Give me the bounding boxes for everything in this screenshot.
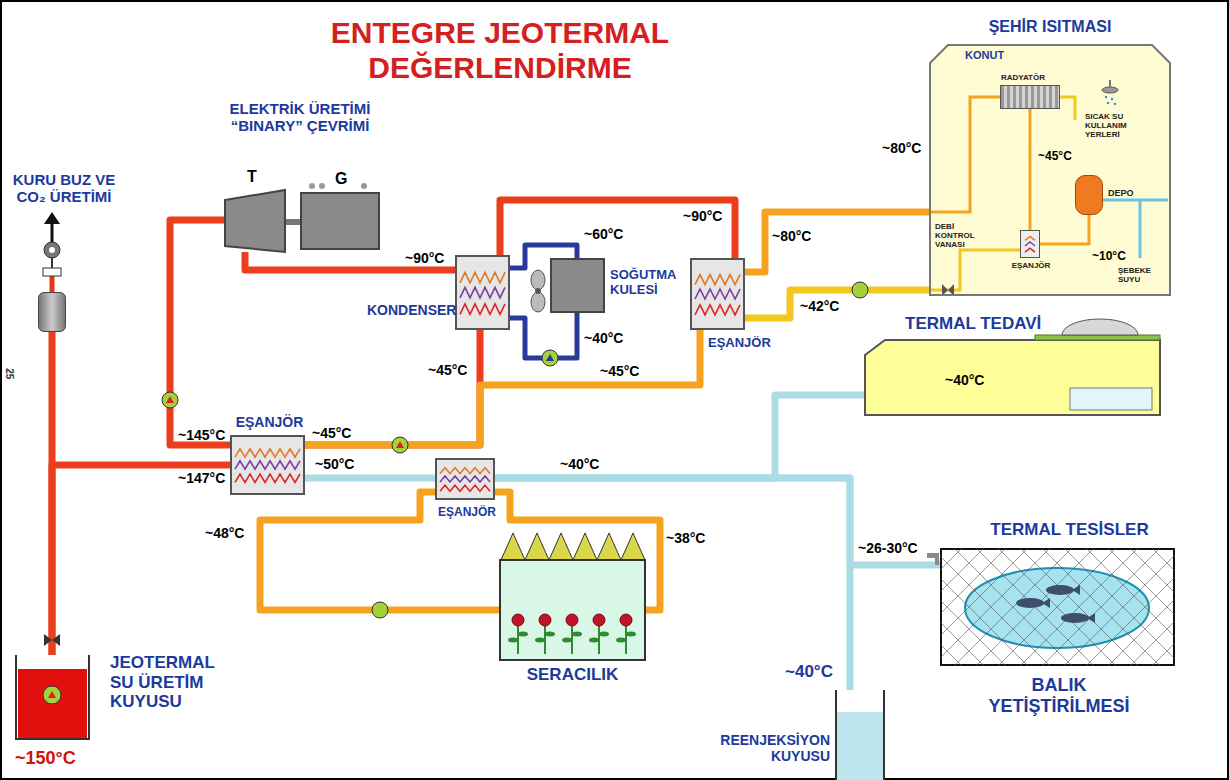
pipe bbox=[170, 220, 230, 445]
tap-symbol bbox=[927, 553, 939, 565]
temperature-label: ~80°C bbox=[882, 140, 921, 156]
temperature-label: ~60°C bbox=[584, 226, 623, 242]
node-label: KONUT bbox=[965, 49, 1004, 62]
pipe bbox=[495, 395, 865, 478]
production-well-shape bbox=[15, 655, 90, 740]
note-label: DEBİ KONTROL VANASI bbox=[935, 222, 995, 250]
temperature-label: ~90°C bbox=[405, 250, 444, 266]
temperature-label: ~45°C bbox=[312, 425, 351, 441]
temperature-label: ~48°C bbox=[205, 525, 244, 541]
thermal-treatment-building: TERMAL TEDAVİ bbox=[865, 340, 1160, 415]
heat-exchanger-shape bbox=[690, 258, 745, 330]
node-label: EŞANJÖR bbox=[708, 336, 771, 351]
heat-exchanger-shape bbox=[230, 435, 305, 495]
temperature-label: ~42°C bbox=[800, 298, 839, 314]
pipe bbox=[305, 330, 480, 445]
condenser: KONDENSER bbox=[455, 255, 510, 330]
pipe bbox=[260, 492, 500, 610]
pipe bbox=[49, 332, 56, 655]
node-label: RADYATÖR bbox=[1001, 73, 1045, 82]
title: ENTEGRE JEOTERMAL DEĞERLENDİRME bbox=[300, 16, 700, 85]
shower-symbol bbox=[1102, 80, 1118, 105]
thermal-treatment-building-shape bbox=[865, 340, 1160, 415]
temperature-label: ~40°C bbox=[945, 372, 984, 388]
temperature-label: ~150°C bbox=[15, 748, 76, 769]
pipe bbox=[500, 200, 735, 258]
heat-exchanger: EŞANJÖR bbox=[435, 458, 495, 500]
node-label: T bbox=[247, 168, 257, 186]
temperature-label: ~50°C bbox=[315, 456, 354, 472]
node-label: KURU BUZ VE CO₂ ÜRETİMİ bbox=[9, 171, 119, 206]
page-number: 25 bbox=[4, 368, 16, 379]
turbine-shape bbox=[225, 190, 285, 252]
temperature-label: ~45°C bbox=[600, 363, 639, 379]
co2-apparatus bbox=[43, 212, 61, 292]
section-label: ELEKTRİK ÜRETİMİ “BINARY” ÇEVRİMİ bbox=[205, 100, 395, 135]
heat-exchanger: EŞANJÖR bbox=[1020, 230, 1040, 258]
fan-symbol bbox=[531, 270, 545, 312]
node-label: SOĞUTMA KULESİ bbox=[610, 268, 692, 298]
pipe bbox=[52, 465, 230, 655]
pipe bbox=[510, 313, 577, 358]
pipe bbox=[495, 478, 850, 690]
temperature-label: ~147°C bbox=[178, 470, 225, 486]
node-label: DEPO bbox=[1108, 188, 1134, 198]
pipe bbox=[745, 290, 930, 318]
pipe bbox=[495, 478, 940, 565]
node-label: EŞANJÖR bbox=[232, 414, 307, 430]
generator: G bbox=[300, 192, 380, 250]
temperature-label: ~40°C bbox=[785, 662, 833, 682]
node-label: ŞEHİR ISITMASI bbox=[950, 18, 1150, 36]
heat-exchanger-shape bbox=[1020, 230, 1040, 258]
node-label: G bbox=[335, 170, 347, 188]
node-label: REENJEKSİYON KUYUSU bbox=[713, 732, 830, 764]
node-label: EŞANJÖR bbox=[1006, 261, 1056, 270]
heat-exchanger: EŞANJÖR bbox=[230, 435, 305, 495]
reinjection-well: REENJEKSİYON KUYUSU bbox=[835, 690, 885, 780]
temperature-label: ~38°C bbox=[666, 530, 705, 546]
pipe bbox=[285, 219, 300, 225]
node-label: EŞANJÖR bbox=[437, 506, 497, 520]
temperature-label: ~45°C bbox=[1038, 150, 1072, 164]
temperature-label: ~10°C bbox=[1092, 250, 1126, 264]
cooling-tower: SOĞUTMA KULESİ bbox=[550, 258, 605, 313]
node-label: KONDENSER bbox=[367, 302, 451, 318]
greenhouse: SERACILIK bbox=[500, 530, 645, 660]
node-label: BALIK YETİŞTİRİLMESİ bbox=[979, 675, 1139, 716]
temperature-label: ~80°C bbox=[772, 228, 811, 244]
heat-exchanger: EŞANJÖR bbox=[690, 258, 745, 330]
pipe bbox=[305, 330, 700, 445]
district-heating-house-shape bbox=[930, 45, 1170, 295]
fish-farm-pool-shape bbox=[940, 548, 1175, 666]
pipe bbox=[745, 212, 930, 272]
temperature-label: ~26-30°C bbox=[858, 540, 918, 556]
node-label: TERMAL TEDAVİ bbox=[905, 314, 1041, 334]
temperature-label: ~90°C bbox=[683, 208, 722, 224]
co2-separator: KURU BUZ VE CO₂ ÜRETİMİ bbox=[38, 292, 66, 332]
pipe bbox=[305, 475, 435, 482]
radiator: RADYATÖR bbox=[1000, 85, 1060, 109]
condenser-shape bbox=[455, 255, 510, 330]
temperature-label: ~45°C bbox=[428, 362, 467, 378]
heat-exchanger-shape bbox=[435, 458, 495, 500]
node-label: JEOTERMAL SU ÜRETİM KUYUSU bbox=[110, 653, 235, 712]
fish-farm-pool: TERMAL TESİSLERBALIK YETİŞTİRİLMESİ bbox=[940, 548, 1175, 666]
node-label: SERACILIK bbox=[500, 665, 645, 685]
node-label: TERMAL TESİSLER bbox=[962, 520, 1177, 540]
greenhouse-shape bbox=[500, 530, 645, 660]
temperature-label: ~145°C bbox=[178, 427, 225, 443]
temperature-label: ~40°C bbox=[584, 330, 623, 346]
turbine: T bbox=[225, 190, 285, 252]
storage-tank: DEPO bbox=[1075, 175, 1103, 215]
note-label: SICAK SU KULLANIM YERLERİ bbox=[1085, 112, 1160, 140]
pipe bbox=[1040, 215, 1089, 244]
note-label: ŞEBEKE SUYU bbox=[1118, 266, 1163, 284]
temperature-label: ~40°C bbox=[560, 456, 599, 472]
pipe bbox=[1029, 109, 1032, 230]
production-well: JEOTERMAL SU ÜRETİM KUYUSU bbox=[15, 655, 90, 740]
district-heating-house: ŞEHİR ISITMASIKONUTRADYATÖRDEPOEŞANJÖR bbox=[930, 45, 1170, 295]
reinjection-well-shape bbox=[835, 690, 885, 780]
